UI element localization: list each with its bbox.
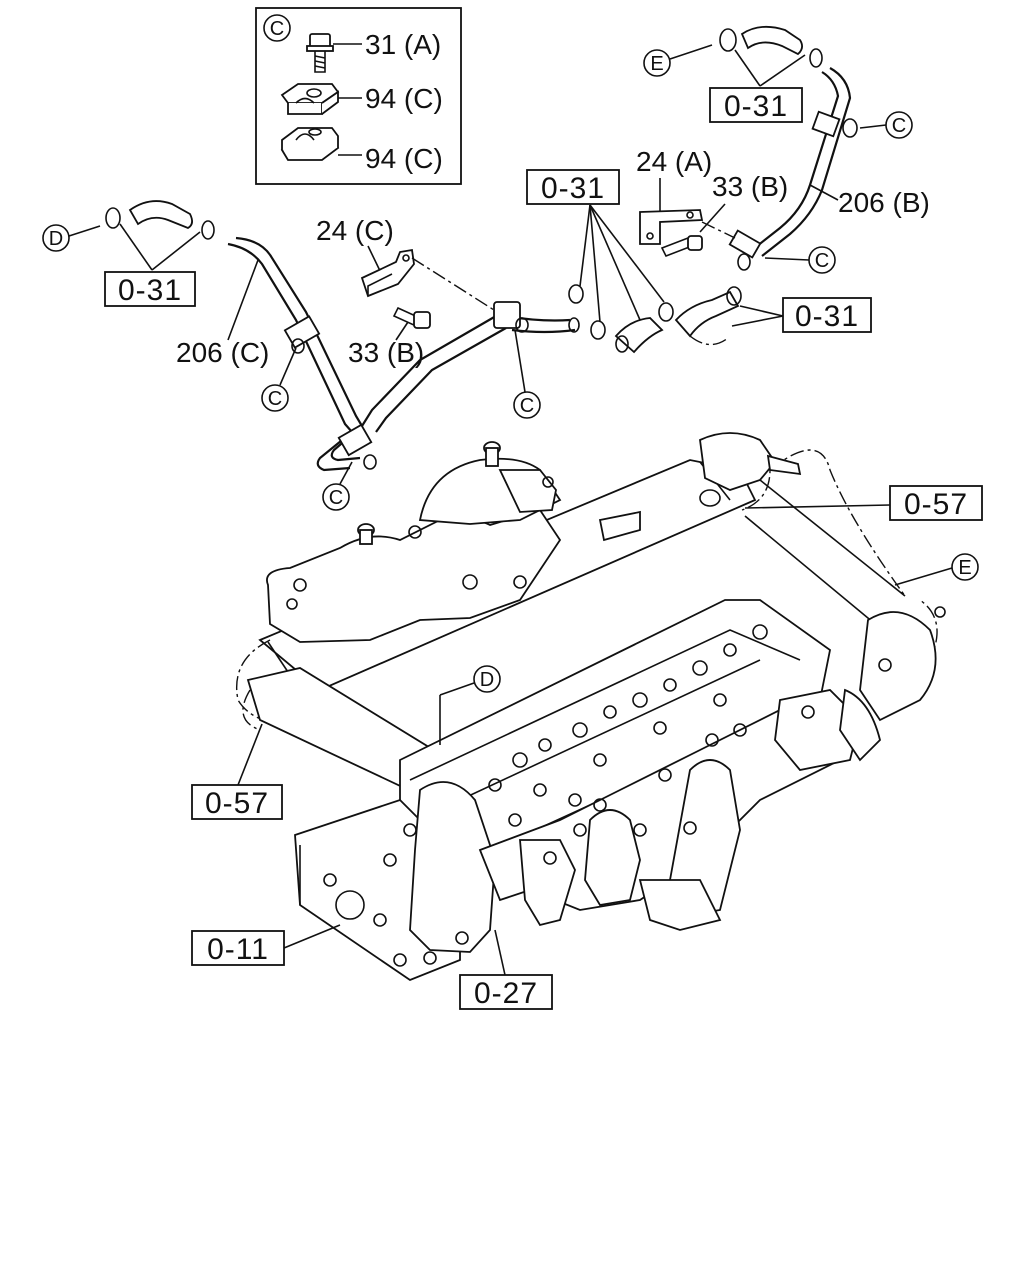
part-label-94c-upper: 94 (C) xyxy=(365,83,443,114)
svg-text:C: C xyxy=(892,115,906,137)
part-label-206c: 206 (C) xyxy=(176,337,269,368)
clamp-94c-upper-icon xyxy=(280,83,340,115)
hose-lower-right-icon xyxy=(674,286,742,338)
svg-text:D: D xyxy=(480,669,494,691)
clamps-center-icon xyxy=(568,284,674,354)
svg-text:D: D xyxy=(49,228,63,250)
detail-marker-circle xyxy=(263,14,291,42)
ref-0-31-right-mid: 0-31 xyxy=(795,300,859,333)
detail-marker-label: C xyxy=(270,18,284,40)
hose-top-right-icon xyxy=(719,25,823,68)
marker-e-top: E xyxy=(643,49,671,77)
clamp-94c-lower-icon xyxy=(280,127,340,161)
marker-c-left: C xyxy=(261,384,289,412)
marker-e-right: E xyxy=(951,553,979,581)
marker-c-middle: C xyxy=(513,391,541,419)
hose-top-left-icon xyxy=(105,200,215,240)
ref-0-57-left: 0-57 xyxy=(205,787,269,820)
marker-d-top: D xyxy=(42,224,70,252)
bracket-24c-icon xyxy=(360,248,415,298)
marker-c-206b-top: C xyxy=(885,111,913,139)
part-label-31a: 31 (A) xyxy=(365,29,441,60)
marker-c-lower-left: C xyxy=(322,483,350,511)
part-label-33b-right: 33 (B) xyxy=(712,171,788,202)
detail-box-c: C 31 (A) 94 (C) 94 (C) xyxy=(255,7,462,185)
ref-0-57-right: 0-57 xyxy=(904,488,968,521)
ref-0-31-top-right: 0-31 xyxy=(724,90,788,123)
svg-text:C: C xyxy=(815,250,829,272)
marker-d-center: D xyxy=(473,665,501,693)
svg-text:C: C xyxy=(520,395,534,417)
svg-text:C: C xyxy=(329,487,343,509)
bolt-33b-right-icon xyxy=(660,235,703,258)
part-label-24c: 24 (C) xyxy=(316,215,394,246)
svg-text:C: C xyxy=(268,388,282,410)
part-label-33b-left: 33 (B) xyxy=(348,337,424,368)
lower-manifold-casting xyxy=(393,606,946,967)
ref-0-27: 0-27 xyxy=(474,977,538,1010)
exhaust-manifold-casting xyxy=(266,432,802,643)
bolt-33b-left-icon xyxy=(392,306,431,329)
pipe-206b-icon xyxy=(728,67,858,271)
marker-c-206b-bottom: C xyxy=(808,246,836,274)
ref-0-31-left: 0-31 xyxy=(118,274,182,307)
pipe-206c-icon xyxy=(227,236,580,472)
svg-text:E: E xyxy=(958,557,971,579)
ref-0-31-center: 0-31 xyxy=(541,172,605,205)
ref-0-11: 0-11 xyxy=(207,933,269,966)
part-label-94c-lower: 94 (C) xyxy=(365,143,443,174)
part-label-24a: 24 (A) xyxy=(636,146,712,177)
svg-text:E: E xyxy=(650,53,663,75)
part-label-206b: 206 (B) xyxy=(838,187,930,218)
bracket-24a-icon xyxy=(639,209,704,245)
bolt-31a-icon xyxy=(306,33,334,73)
